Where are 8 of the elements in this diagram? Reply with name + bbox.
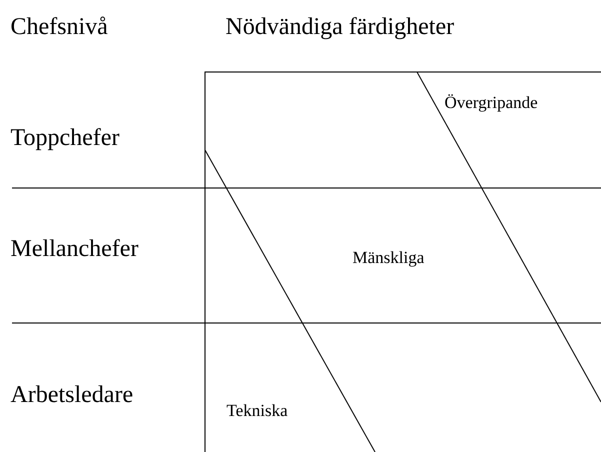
column-header: Chefsnivå <box>12 16 108 34</box>
region-label: Övergripande <box>445 94 538 112</box>
row-label: Toppchefer <box>10 128 120 150</box>
row-label: Arbetsledare <box>10 385 132 402</box>
region-label: Tekniska <box>226 404 288 416</box>
column-header: Nödvändiga färdigheter <box>226 17 454 40</box>
row-label: Mellanchefer <box>11 239 138 256</box>
region-label: Mänskliga <box>353 251 424 267</box>
